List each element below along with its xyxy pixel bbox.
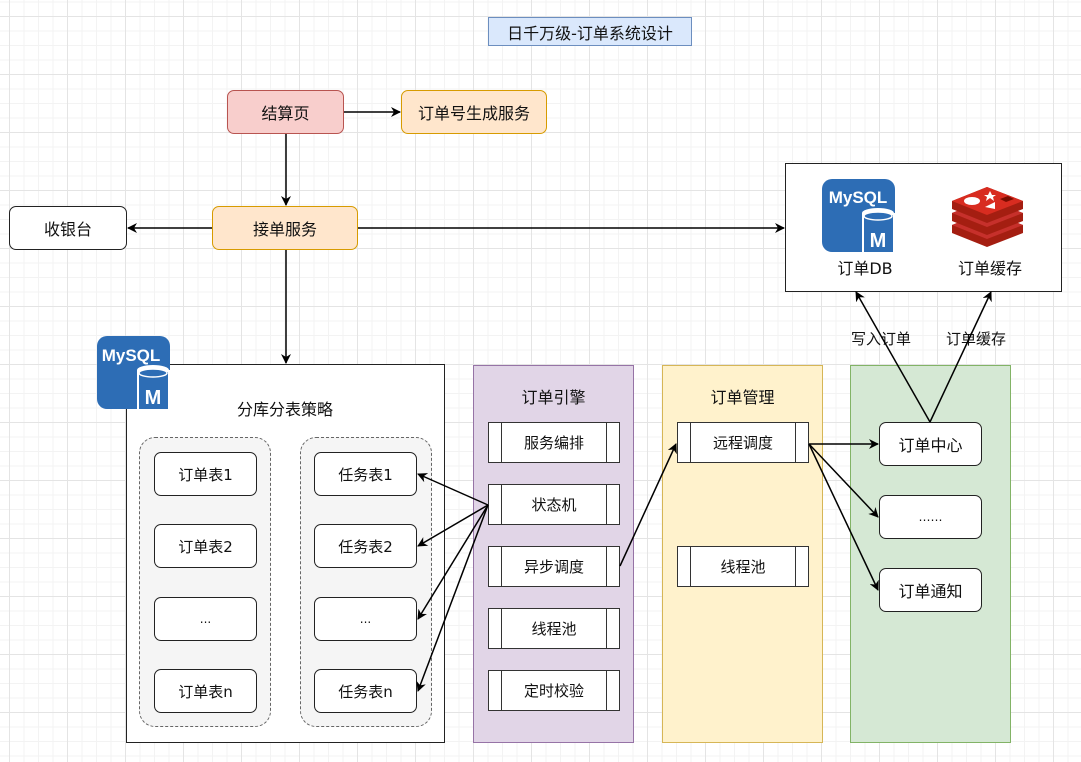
services-ellipsis-node[interactable]: …… bbox=[879, 495, 982, 539]
cache-order-edge-label: 订单缓存 bbox=[945, 329, 1006, 348]
task-table-ellipsis[interactable]: ... bbox=[314, 597, 417, 641]
order-id-service-node[interactable]: 订单号生成服务 bbox=[401, 90, 547, 134]
task-table-1[interactable]: 任务表1 bbox=[314, 452, 417, 496]
engine-item-timed-check[interactable]: 定时校验 bbox=[488, 670, 620, 711]
mysql-logo-letter: M bbox=[870, 230, 887, 252]
cashier-node[interactable]: 收银台 bbox=[9, 206, 127, 250]
order-center-node[interactable]: 订单中心 bbox=[879, 422, 982, 466]
mysql-logo-text: MySQL bbox=[829, 188, 888, 207]
checkout-page-node[interactable]: 结算页 bbox=[227, 90, 344, 134]
order-notification-node[interactable]: 订单通知 bbox=[879, 568, 982, 612]
order-management-title: 订单管理 bbox=[710, 388, 775, 407]
order-cache-label: 订单缓存 bbox=[957, 259, 1022, 278]
engine-item-orchestration[interactable]: 服务编排 bbox=[488, 422, 620, 463]
write-order-edge-label: 写入订单 bbox=[850, 329, 911, 348]
sharding-mysql-icon: MySQL M bbox=[97, 336, 170, 409]
order-table-ellipsis[interactable]: ... bbox=[154, 597, 257, 641]
sharding-mysql-logo-letter: M bbox=[145, 387, 162, 409]
task-table-n[interactable]: 任务表n bbox=[314, 669, 417, 713]
engine-item-state-machine[interactable]: 状态机 bbox=[488, 484, 620, 525]
order-engine-title: 订单引擎 bbox=[521, 388, 586, 407]
order-table-1[interactable]: 订单表1 bbox=[154, 452, 257, 496]
management-item-remote-scheduling[interactable]: 远程调度 bbox=[677, 422, 809, 463]
redis-icon bbox=[950, 185, 1025, 247]
order-table-2[interactable]: 订单表2 bbox=[154, 524, 257, 568]
management-item-thread-pool[interactable]: 线程池 bbox=[677, 546, 809, 587]
sharding-mysql-logo-text: MySQL bbox=[102, 346, 161, 365]
engine-item-async-scheduling[interactable]: 异步调度 bbox=[488, 546, 620, 587]
mysql-icon: MySQL M bbox=[822, 179, 895, 252]
order-db-label: 订单DB bbox=[837, 259, 893, 278]
engine-item-thread-pool[interactable]: 线程池 bbox=[488, 608, 620, 649]
diagram-title: 日千万级-订单系统设计 bbox=[488, 17, 692, 46]
order-accept-service-node[interactable]: 接单服务 bbox=[212, 206, 358, 250]
order-table-n[interactable]: 订单表n bbox=[154, 669, 257, 713]
task-table-2[interactable]: 任务表2 bbox=[314, 524, 417, 568]
sharding-strategy-title: 分库分表策略 bbox=[236, 400, 333, 419]
